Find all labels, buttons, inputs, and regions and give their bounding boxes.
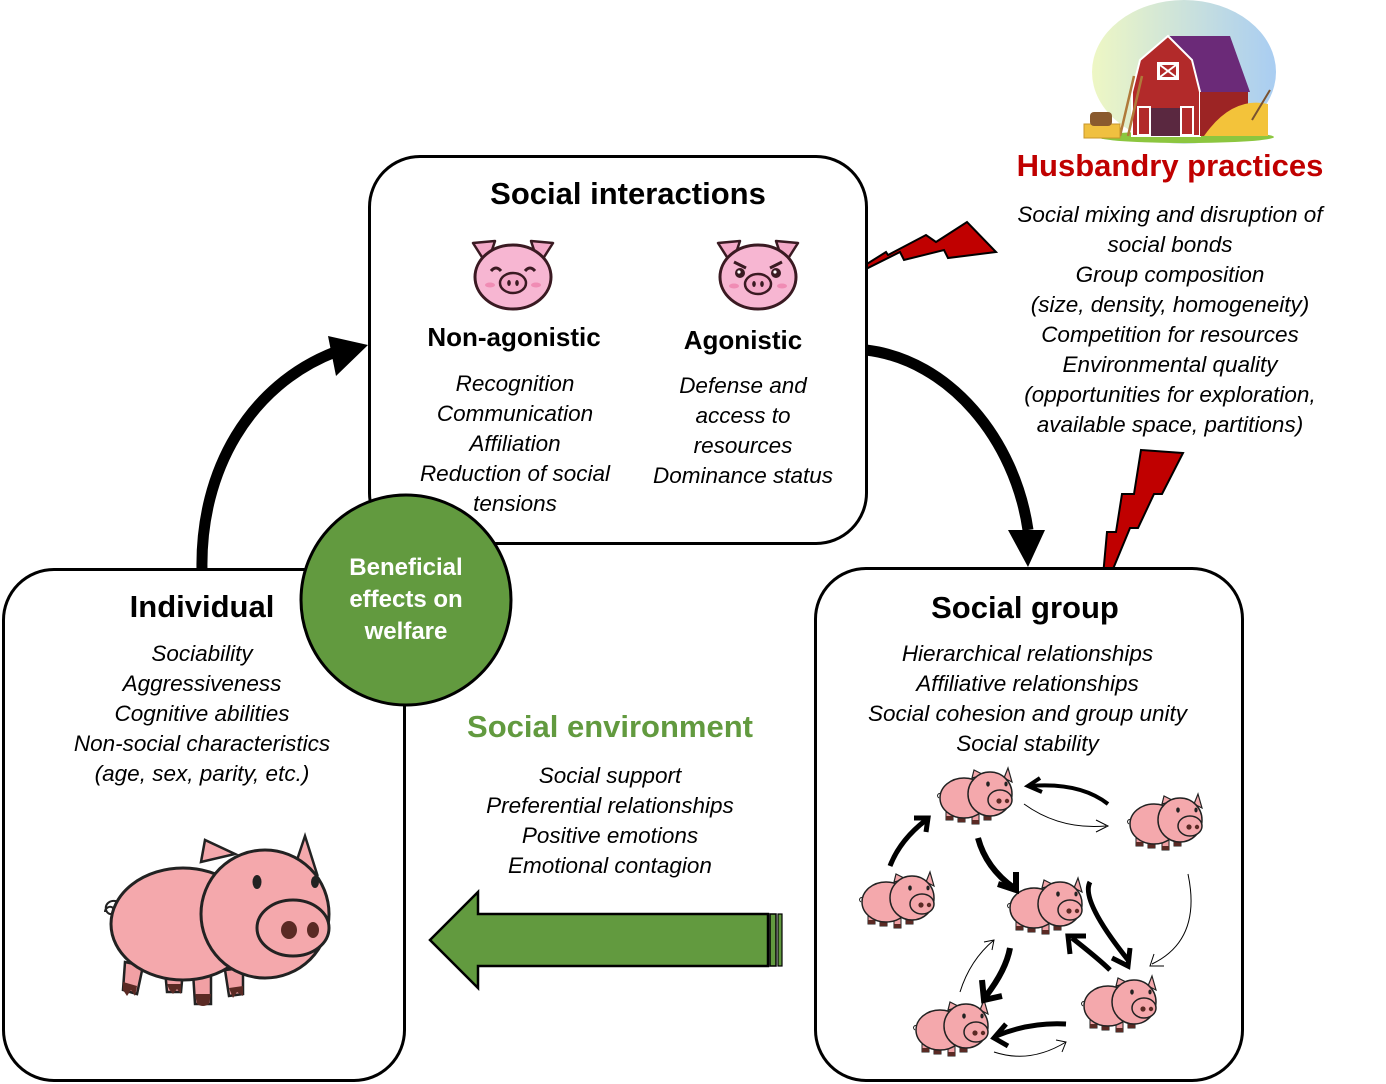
pig-icon xyxy=(104,831,331,1006)
list-item: Aggressiveness xyxy=(122,671,282,696)
list-item: Preferential relationships xyxy=(486,793,734,818)
list-item: Non-social characteristics xyxy=(73,731,331,756)
list-item: Emotional contagion xyxy=(508,853,712,878)
list-item: Recognition xyxy=(455,371,575,396)
list-item: Group composition xyxy=(1075,262,1265,287)
relationship-arrows xyxy=(887,776,1192,1057)
welfare-badge xyxy=(299,493,513,707)
pig-icon xyxy=(936,767,1013,825)
social-group-list: Hierarchical relationships Affiliative r… xyxy=(830,639,1225,759)
pig-icon xyxy=(1126,793,1203,851)
welfare-line: effects on xyxy=(349,586,463,613)
list-item: Social stability xyxy=(956,731,1099,756)
lightning-bolt-icon xyxy=(829,220,999,288)
welfare-line: welfare xyxy=(364,618,448,645)
list-item: available space, partitions) xyxy=(1036,412,1304,437)
list-item: Social support xyxy=(538,763,682,788)
list-item: Social cohesion and group unity xyxy=(868,701,1187,726)
list-item: (size, density, homogeneity) xyxy=(1030,292,1310,317)
happy-pig-face-icon xyxy=(471,239,555,311)
welfare-badge-circle xyxy=(299,493,513,707)
list-item: Environmental quality xyxy=(1062,352,1278,377)
list-item: (opportunities for exploration, xyxy=(1024,382,1316,407)
list-item: Communication xyxy=(436,401,594,426)
list-item: Positive emotions xyxy=(521,823,699,848)
pig-network-icon xyxy=(858,767,1203,1057)
list-item: Affiliative relationships xyxy=(916,671,1139,696)
list-item: access to xyxy=(695,403,791,428)
husbandry-list: Social mixing and disruption of social b… xyxy=(995,200,1345,440)
welfare-badge-text: Beneficial effects on welfare xyxy=(300,552,512,648)
barn-icon xyxy=(1083,0,1276,144)
list-item: Affiliation xyxy=(469,431,561,456)
lightning-bolt-icon xyxy=(1100,448,1185,599)
list-item: Cognitive abilities xyxy=(114,701,290,726)
non-agonistic-heading: Non-agonistic xyxy=(427,322,601,352)
arrow-interactions-to-group xyxy=(865,344,1034,531)
welfare-line: Beneficial xyxy=(349,554,463,581)
list-item: Social mixing and disruption of xyxy=(1017,202,1323,227)
pig-icon xyxy=(1080,975,1157,1033)
list-item: Competition for resources xyxy=(1041,322,1299,347)
pig-icon xyxy=(858,871,935,929)
list-item: Sociability xyxy=(151,641,253,666)
list-item: Reduction of social xyxy=(419,461,611,486)
list-item: social bonds xyxy=(1107,232,1233,257)
list-item: Hierarchical relationships xyxy=(901,641,1154,666)
social-environment-list: Social support Preferential relationship… xyxy=(440,761,780,881)
list-item: (age, sex, parity, etc.) xyxy=(94,761,310,786)
social-group-title: Social group xyxy=(931,590,1119,625)
arrow-individual-to-interactions xyxy=(196,346,337,571)
agonistic-heading: Agonistic xyxy=(683,325,803,355)
pig-icon xyxy=(912,999,989,1057)
list-item: tensions xyxy=(473,491,557,516)
social-interactions-title: Social interactions xyxy=(490,176,766,211)
arrow-head-individual-to-interactions xyxy=(328,336,368,376)
social-environment-title: Social environment xyxy=(467,709,753,744)
individual-title: Individual xyxy=(129,589,275,624)
list-item: Dominance status xyxy=(652,463,834,488)
arrow-head-interactions-to-group xyxy=(1008,530,1045,567)
agonistic-list: Defense and access to resources Dominanc… xyxy=(633,371,853,491)
list-item: resources xyxy=(693,433,793,458)
angry-pig-face-icon xyxy=(716,239,800,311)
social-environment-arrow xyxy=(428,888,783,992)
list-item: Defense and xyxy=(679,373,807,398)
husbandry-title: Husbandry practices xyxy=(1016,148,1324,183)
individual-list: Sociability Aggressiveness Cognitive abi… xyxy=(20,639,384,789)
social-interactions-box xyxy=(368,155,868,545)
non-agonistic-list: Recognition Communication Affiliation Re… xyxy=(398,369,632,519)
